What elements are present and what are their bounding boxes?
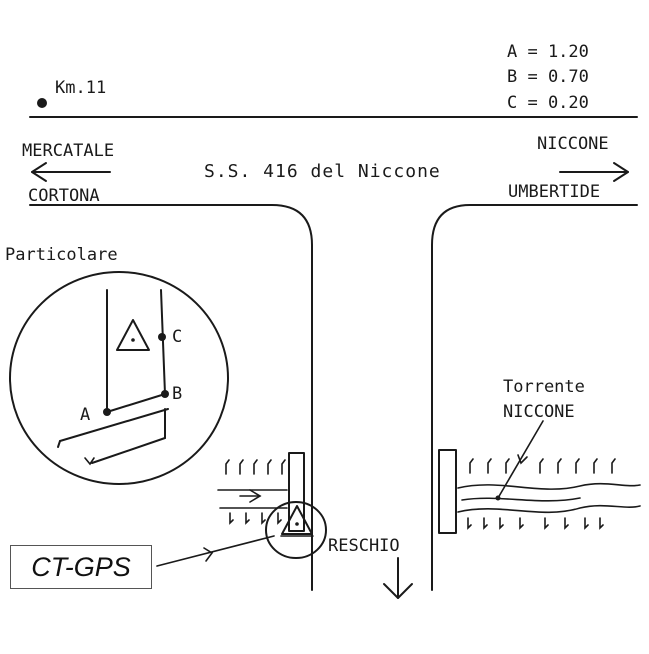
- point-a-label: A: [80, 405, 90, 425]
- road-edge-left: [29, 204, 313, 591]
- dest-mercatale: MERCATALE: [22, 141, 114, 161]
- torrente-label-2: NICCONE: [503, 402, 575, 422]
- gps-triangle-icon: [116, 319, 150, 351]
- legend-a: A = 1.20: [507, 42, 589, 62]
- torrente-pointer: [495, 420, 544, 501]
- culvert-left: [217, 452, 305, 532]
- dest-cortona: CORTONA: [28, 186, 100, 206]
- gps-triangle-icon: [281, 505, 313, 535]
- torrente-label-1: Torrente: [503, 377, 585, 397]
- arrow-right-icon: [559, 162, 629, 182]
- km-label: Km.11: [55, 78, 106, 98]
- ctgps-label: CT-GPS: [10, 545, 152, 589]
- reschio-label: RESCHIO: [328, 536, 400, 556]
- km-marker-dot: [37, 98, 47, 108]
- dest-niccone: NICCONE: [537, 134, 609, 154]
- point-b-label: B: [172, 384, 182, 404]
- arrow-down-icon: [383, 557, 413, 599]
- culvert-right: [438, 449, 641, 534]
- point-c-label: C: [172, 327, 182, 347]
- detail-title: Particolare: [5, 245, 118, 265]
- dest-umbertide: UMBERTIDE: [508, 182, 600, 202]
- road-edge-right: [431, 204, 638, 591]
- legend-b: B = 0.70: [507, 67, 589, 87]
- detail-inset: [9, 271, 229, 485]
- legend-c: C = 0.20: [507, 93, 589, 113]
- ctgps-marker: [265, 501, 327, 559]
- road-name: S.S. 416 del Niccone: [204, 161, 441, 182]
- ctgps-pointer: [156, 535, 275, 567]
- arrow-left-icon: [31, 162, 111, 182]
